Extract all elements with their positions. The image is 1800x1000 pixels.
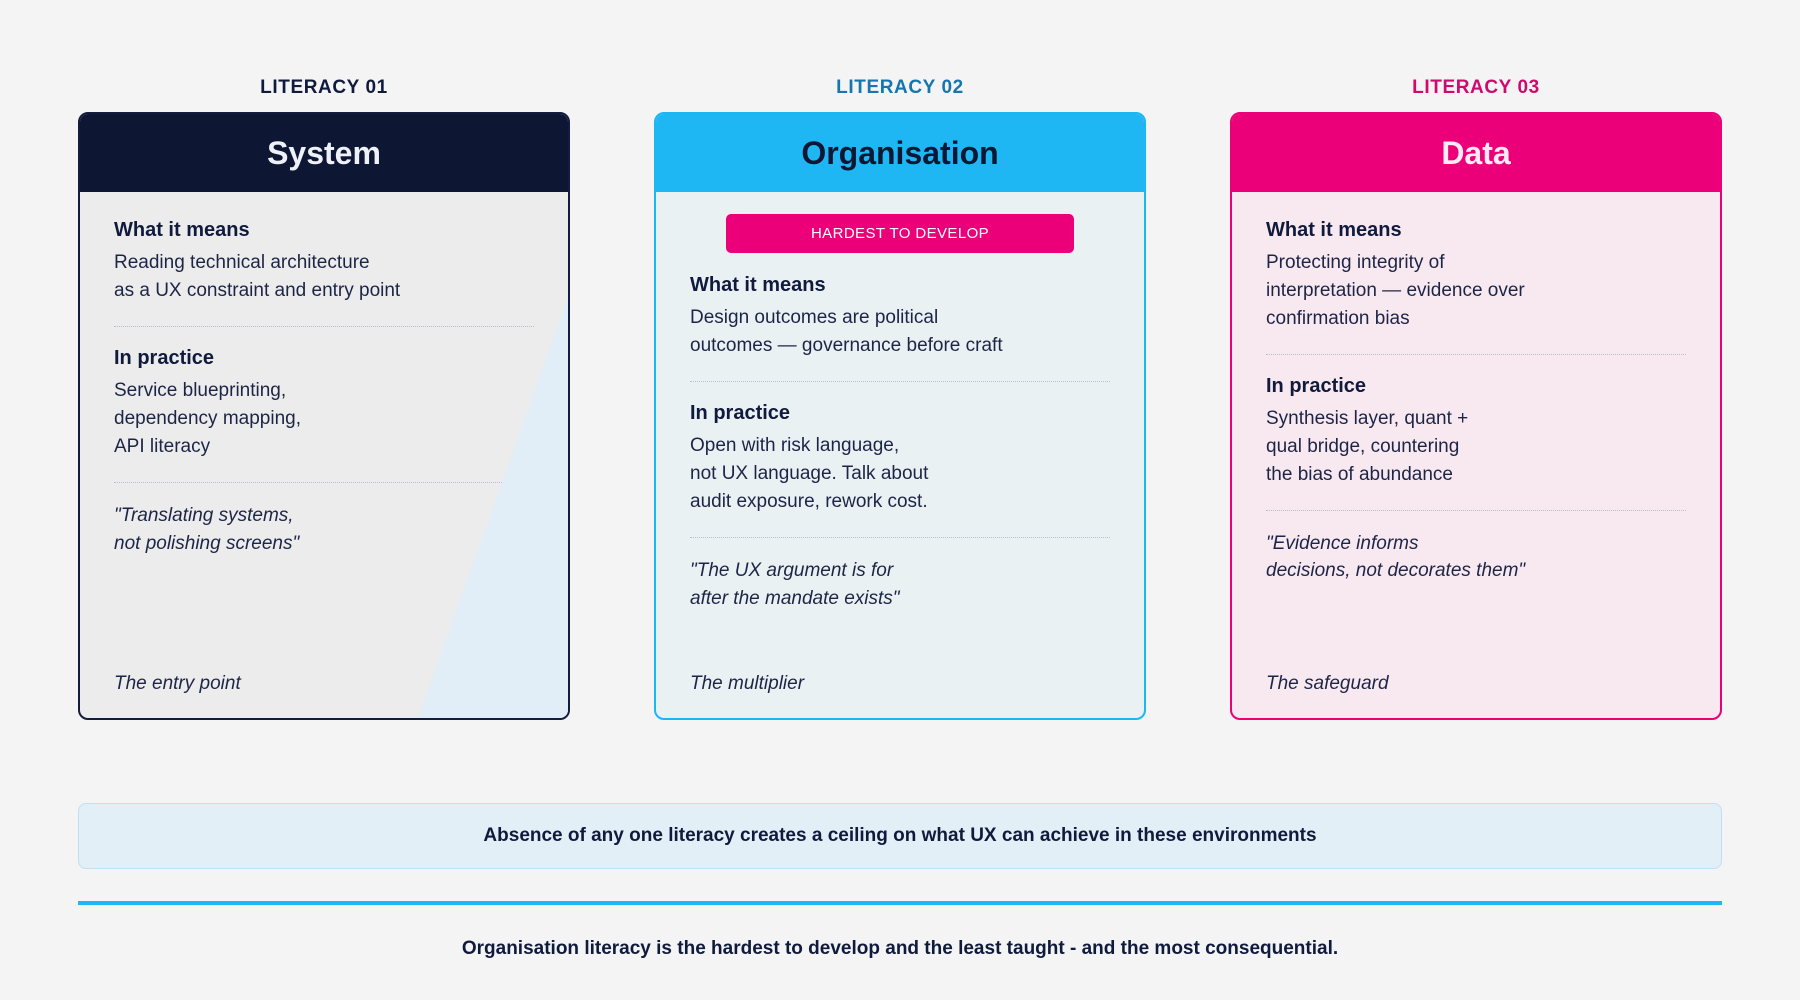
footer-caption: Organisation literacy is the hardest to …	[461, 938, 1339, 959]
card-role-label: The multiplier	[690, 673, 805, 695]
card-quote: "Translating systems, not polishing scre…	[114, 504, 300, 554]
card-organisation: Organisation HARDEST TO DEVELOP What it …	[654, 112, 1146, 720]
card-role-label: The safeguard	[1266, 673, 1389, 695]
horizontal-rule	[78, 901, 1722, 905]
badge-row: HARDEST TO DEVELOP	[690, 214, 1110, 253]
card-body-organisation: HARDEST TO DEVELOP What it means Design …	[656, 192, 1144, 718]
card-data: Data What it means Protecting integrity …	[1230, 112, 1722, 720]
section-divider	[690, 380, 1110, 382]
summary-banner-text: Absence of any one literacy creates a ce…	[483, 825, 1317, 846]
section-divider	[1266, 353, 1686, 355]
what-it-means-label: What it means	[690, 274, 826, 296]
literacy-columns: LITERACY 01 System What it means Reading…	[78, 78, 1722, 720]
quote-divider	[1266, 509, 1686, 511]
what-it-means-label: What it means	[1266, 219, 1402, 241]
card-quote: "Evidence informs decisions, not decorat…	[1266, 532, 1526, 582]
literacy-column-data: LITERACY 03 Data What it means Protectin…	[1230, 78, 1722, 720]
hardest-to-develop-badge: HARDEST TO DEVELOP	[726, 214, 1074, 253]
in-practice-label: In practice	[1266, 374, 1367, 397]
eyebrow-literacy-01: LITERACY 01	[260, 77, 388, 98]
section-divider	[114, 325, 534, 327]
card-title-data: Data	[1232, 114, 1720, 192]
eyebrow-literacy-02: LITERACY 02	[836, 77, 964, 98]
card-title-organisation: Organisation	[656, 114, 1144, 192]
literacy-column-organisation: LITERACY 02 Organisation HARDEST TO DEVE…	[654, 78, 1146, 720]
what-it-means-text: Reading technical architecture as a UX c…	[114, 252, 401, 301]
card-title-system: System	[80, 114, 568, 192]
in-practice-text: Open with risk language, not UX language…	[690, 434, 929, 512]
card-system: System What it means Reading technical a…	[78, 112, 570, 720]
in-practice-text: Synthesis layer, quant + qual bridge, co…	[1266, 407, 1469, 485]
quote-divider	[690, 536, 1110, 538]
summary-banner: Absence of any one literacy creates a ce…	[78, 803, 1722, 869]
what-it-means-text: Protecting integrity of interpretation —…	[1266, 252, 1525, 329]
card-body-system: What it means Reading technical architec…	[80, 192, 568, 718]
eyebrow-literacy-03: LITERACY 03	[1412, 77, 1540, 98]
literacy-column-system: LITERACY 01 System What it means Reading…	[78, 78, 570, 720]
in-practice-label: In practice	[114, 346, 215, 369]
what-it-means-label: What it means	[114, 219, 250, 241]
in-practice-text: Service blueprinting, dependency mapping…	[114, 379, 301, 457]
quote-divider	[114, 481, 534, 483]
card-quote: "The UX argument is for after the mandat…	[690, 559, 900, 609]
what-it-means-text: Design outcomes are political outcomes —…	[690, 307, 1003, 356]
in-practice-label: In practice	[690, 401, 791, 424]
card-role-label: The entry point	[114, 673, 241, 695]
card-body-data: What it means Protecting integrity of in…	[1232, 192, 1720, 718]
